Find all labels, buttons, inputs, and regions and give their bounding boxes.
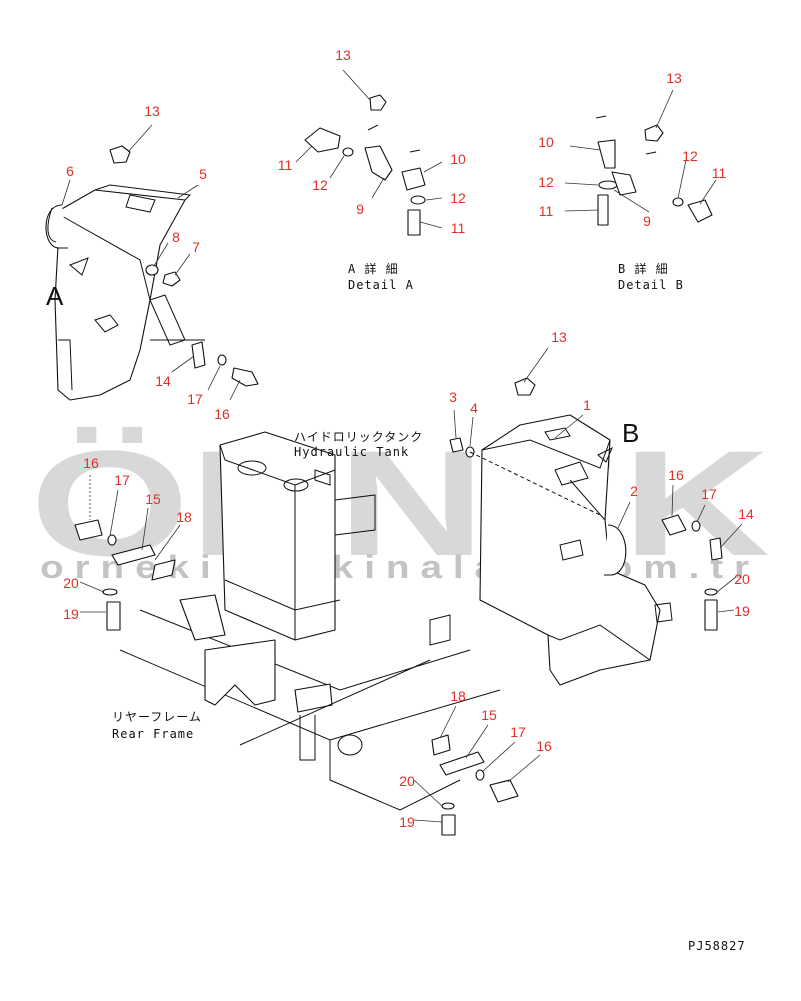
callout-17: 17 [114,472,130,488]
callout-12: 12 [450,190,466,206]
callout-18: 18 [176,509,192,525]
bottom-hardware [431,734,519,836]
callout-2: 2 [630,483,638,499]
callout-17: 17 [701,486,717,502]
callout-19: 19 [399,814,415,830]
callout-15: 15 [481,707,497,723]
left-lower-hardware [74,519,176,631]
bracket-14-right [709,537,723,561]
rear-frame-label-jp: リヤーフレーム [112,710,202,724]
watermark: ÖRNEK ornekismakinalari.com.tr [30,419,770,587]
callout-9: 9 [643,213,651,229]
washer-17-left [217,354,227,366]
washer-8 [145,264,159,276]
detail-b-title-en: Detail B [618,278,684,292]
callout-20: 20 [63,575,79,591]
callout-11: 11 [712,165,727,181]
callout-17: 17 [187,391,203,407]
callout-11: 11 [539,203,554,219]
bolt-19-right [704,599,718,631]
left-cover-panel [54,189,186,401]
right-cover-assembly [449,377,723,686]
cap-13-right [514,377,536,396]
bracket-14-left [191,341,206,369]
callout-14: 14 [738,506,754,522]
view-label-a: A [46,281,64,311]
rear-frame: リヤーフレーム Rear Frame [112,594,501,811]
callout-16: 16 [214,406,230,422]
detail-a: A 詳 細 Detail A [304,94,426,292]
callout-14: 14 [155,373,171,389]
callout-10: 10 [538,134,554,150]
bolt-16-right [661,514,687,536]
callouts: 13 6 5 8 7 14 17 16 13 11 12 9 10 12 11 … [63,47,754,830]
detail-a-title-jp: A 詳 細 [348,261,399,276]
callout-20: 20 [734,571,750,587]
callout-13: 13 [551,329,567,345]
nut-3 [449,437,464,453]
callout-18: 18 [450,688,466,704]
callout-17: 17 [510,724,526,740]
nut-7 [162,271,181,287]
callout-10: 10 [450,151,466,167]
watermark-brand: ÖRNEK [30,419,770,587]
cap-13-left [109,145,131,164]
handle-2 [604,524,627,576]
callout-8: 8 [172,229,180,245]
bolt-16-left [231,367,259,387]
callout-13: 13 [335,47,351,63]
callout-12: 12 [538,174,554,190]
callout-5: 5 [199,166,207,182]
callout-19: 19 [734,603,750,619]
callout-13: 13 [666,70,682,86]
callout-1: 1 [583,397,591,413]
washer-20-right [704,588,718,596]
callout-16: 16 [668,467,684,483]
leader-lines [61,69,743,823]
callout-16: 16 [83,455,99,471]
drawing-number: PJ58827 [688,939,746,953]
hydraulic-tank-label-en: Hydraulic Tank [294,445,409,459]
callout-11: 11 [451,220,466,236]
callout-13: 13 [144,103,160,119]
callout-15: 15 [145,491,161,507]
callout-6: 6 [66,163,74,179]
callout-20: 20 [399,773,415,789]
detail-a-title-en: Detail A [348,278,414,292]
washer-17-right [691,520,701,532]
callout-7: 7 [192,239,200,255]
callout-16: 16 [536,738,552,754]
detail-b-title-jp: B 詳 細 [618,261,669,276]
hydraulic-tank: ハイドロリックタンク Hydraulic Tank [219,430,423,641]
callout-4: 4 [470,400,478,416]
rear-frame-label-en: Rear Frame [112,727,194,741]
callout-11: 11 [278,157,293,173]
handle-rail [45,204,68,249]
hydraulic-tank-label-jp: ハイドロリックタンク [294,430,423,444]
callout-3: 3 [449,389,457,405]
callout-19: 19 [63,606,79,622]
callout-9: 9 [356,201,364,217]
view-label-b: B [622,418,639,448]
callout-12: 12 [682,148,698,164]
left-cover-assembly [45,145,259,401]
detail-b: B 詳 細 Detail B [595,115,713,292]
callout-12: 12 [312,177,328,193]
tank-body [219,431,336,641]
